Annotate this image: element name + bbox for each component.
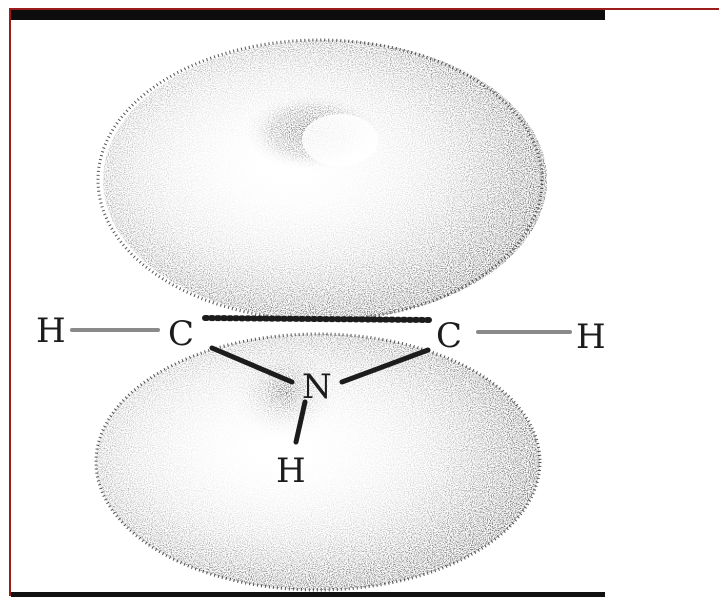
bond-c-c-ring bbox=[205, 318, 430, 320]
upper-pi-lobe bbox=[98, 40, 547, 320]
atom-nitrogen: N bbox=[302, 367, 332, 407]
atom-hydrogen-right: H bbox=[576, 317, 606, 357]
atom-carbon-left: C bbox=[168, 314, 194, 354]
atom-carbon-right: C bbox=[436, 316, 462, 356]
atom-hydrogen-bottom: H bbox=[276, 451, 306, 491]
atom-hydrogen-left: H bbox=[36, 311, 66, 351]
